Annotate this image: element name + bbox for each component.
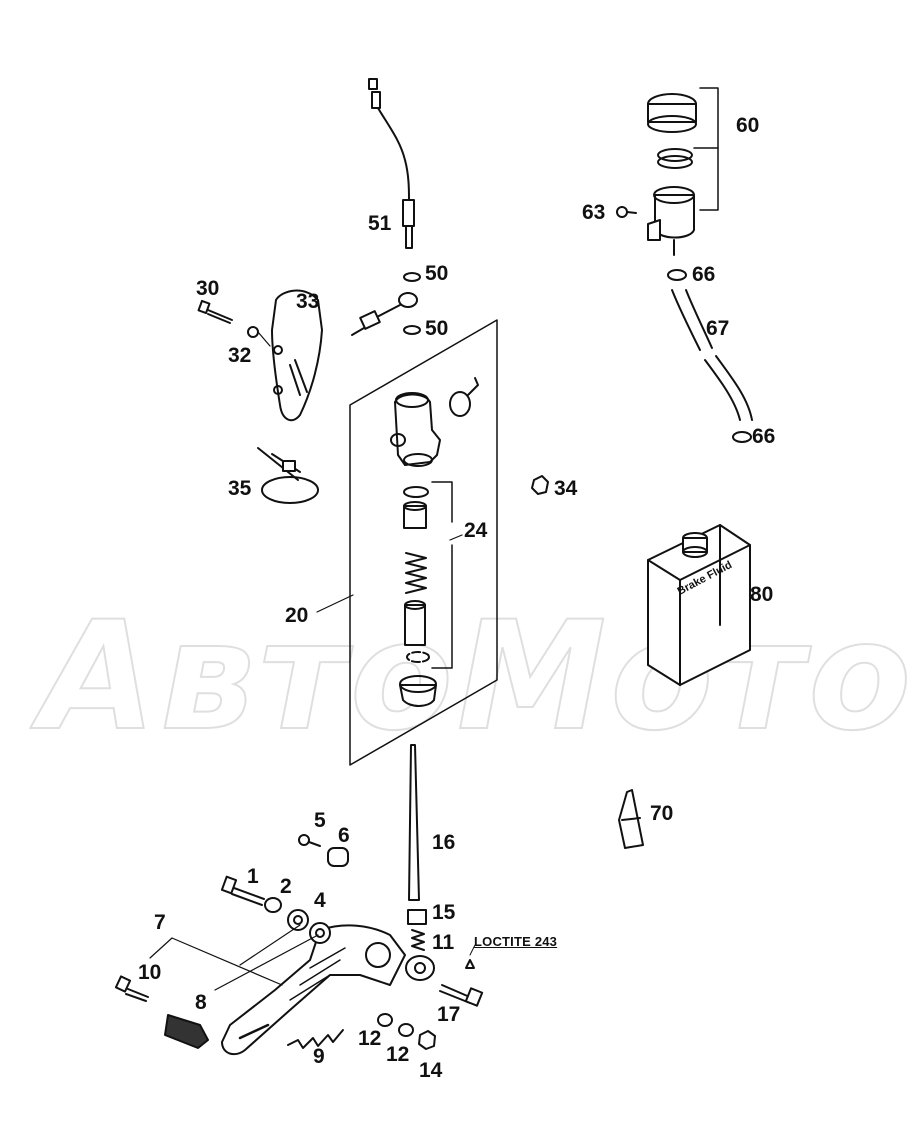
piston — [404, 600, 426, 646]
callout-67: 67 — [706, 317, 730, 340]
kit-bracket — [431, 481, 453, 523]
callout-16: 16 — [432, 831, 456, 854]
loctite-drop — [465, 959, 475, 969]
bushing-4b — [309, 922, 331, 944]
washer-2 — [264, 897, 282, 913]
washer-50-top — [403, 272, 421, 282]
push-rod — [408, 744, 420, 901]
callout-2: 2 — [280, 875, 292, 898]
callout-33: 33 — [296, 290, 320, 313]
pedal-tip-8 — [164, 1014, 209, 1049]
brake-fluid-jug — [647, 524, 751, 686]
callout-15: 15 — [432, 901, 456, 924]
bolt-17 — [439, 984, 484, 1007]
screw-10 — [114, 975, 149, 1002]
reservoir-body — [647, 186, 695, 256]
hose-elbow-fitting — [449, 377, 479, 417]
reservoir-diaphragm — [657, 148, 693, 169]
callout-34: 34 — [554, 477, 578, 500]
bolt-30 — [197, 299, 233, 324]
leader-lines — [149, 331, 463, 991]
callout-20: 20 — [285, 604, 309, 627]
callout-12a: 12 — [358, 1027, 382, 1050]
o-ring — [403, 486, 429, 498]
callout-80: 80 — [750, 583, 774, 606]
callout-14: 14 — [419, 1059, 443, 1082]
reservoir-cap — [647, 93, 697, 133]
callout-1: 1 — [247, 865, 259, 888]
hose-67 — [671, 289, 753, 421]
callout-11: 11 — [432, 931, 455, 954]
reservoir-bracket — [699, 87, 719, 211]
callout-51: 51 — [368, 212, 392, 235]
callout-30: 30 — [196, 277, 220, 300]
circlip — [406, 651, 430, 663]
bushing — [403, 501, 427, 529]
bushing-4a — [287, 909, 309, 931]
callout-63: 63 — [582, 201, 606, 224]
screw-63 — [616, 206, 637, 218]
callout-66a: 66 — [692, 263, 716, 286]
bolt-1 — [220, 875, 265, 906]
nut-14 — [418, 1030, 436, 1050]
screw-5 — [298, 834, 321, 847]
clamp-66-bottom — [732, 431, 752, 443]
washer-12a — [377, 1013, 393, 1027]
washer-12b — [398, 1023, 414, 1037]
callout-50a: 50 — [425, 262, 449, 285]
spring-11 — [411, 929, 425, 951]
watermark: АвтоМото — [39, 589, 916, 765]
dust-boot — [399, 675, 437, 707]
callout-9: 9 — [313, 1045, 325, 1068]
clevis — [405, 955, 435, 981]
loctite-bottle — [618, 789, 644, 849]
cable-tie-35 — [257, 447, 319, 504]
callout-6: 6 — [338, 824, 350, 847]
loctite-note: LOCTITE 243 — [474, 934, 558, 949]
callout-17: 17 — [437, 1003, 461, 1026]
cover-33 — [271, 289, 323, 422]
nut-32 — [247, 326, 259, 338]
nut-15 — [407, 909, 427, 925]
callout-12b: 12 — [386, 1043, 410, 1066]
brake-light-switch — [368, 78, 415, 249]
master-cylinder-body — [390, 392, 441, 467]
callout-60: 60 — [736, 114, 760, 137]
spring-24 — [405, 552, 427, 594]
spring-9 — [287, 1029, 344, 1049]
callout-32: 32 — [228, 344, 252, 367]
callout-70: 70 — [650, 802, 674, 825]
nut-34 — [531, 475, 549, 495]
washer-50-bottom — [403, 325, 421, 335]
callout-24: 24 — [464, 519, 488, 542]
callout-35: 35 — [228, 477, 252, 500]
spacer-6 — [327, 847, 349, 867]
brake-pedal — [221, 924, 406, 1056]
callout-5: 5 — [314, 809, 326, 832]
banjo-fitting — [351, 292, 418, 336]
callout-4: 4 — [314, 889, 326, 912]
callout-50b: 50 — [425, 317, 449, 340]
callout-10: 10 — [138, 961, 162, 984]
callout-7: 7 — [154, 911, 166, 934]
clamp-66-top — [667, 269, 687, 281]
callout-66b: 66 — [752, 425, 776, 448]
callout-8: 8 — [195, 991, 207, 1014]
assembly-frame — [349, 319, 498, 766]
